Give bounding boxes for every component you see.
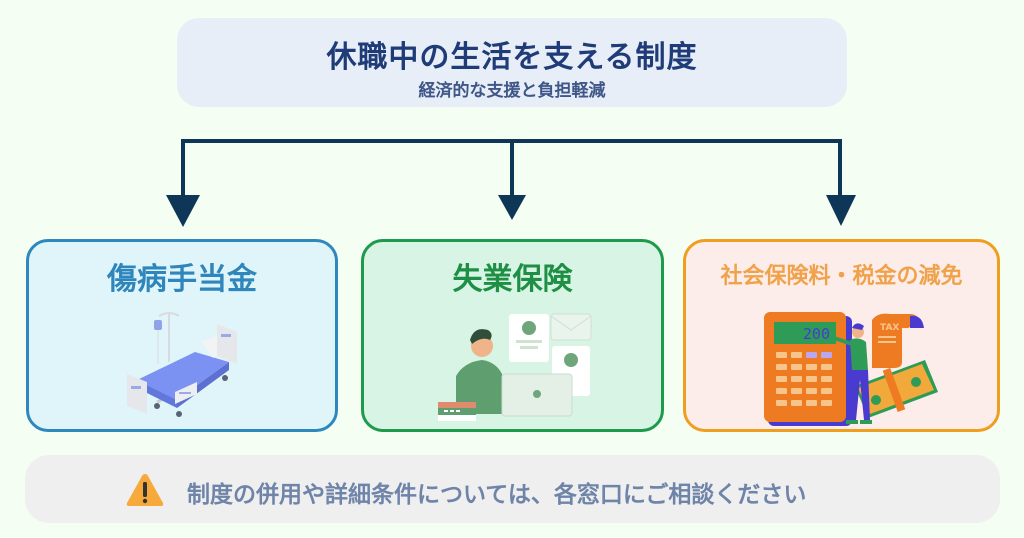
header-box: 休職中の生活を支える制度 経済的な支援と負担軽減: [177, 18, 847, 107]
card-title: 失業保険: [452, 262, 573, 297]
card-title: 社会保険料・税金の減免: [720, 264, 963, 289]
receipt-label: TAX: [880, 323, 899, 333]
note-text: 制度の併用や詳細条件については、各窓口にご相談ください: [187, 482, 807, 508]
job-search-person-icon: [438, 313, 592, 421]
hospital-bed-icon: [127, 312, 237, 417]
arrow-down-icon: [166, 195, 200, 227]
calculator-display: 200: [803, 325, 830, 343]
card-tax-reduction: 社会保険料・税金の減免 TAX 200: [683, 239, 1000, 432]
card-unemployment-insurance: 失業保険: [361, 239, 664, 432]
note-box: 制度の併用や詳細条件については、各窓口にご相談ください: [25, 455, 1000, 523]
arrow-down-icon: [498, 195, 526, 220]
warning-icon: [126, 474, 164, 506]
page-subtitle: 経済的な支援と負担軽減: [418, 81, 606, 101]
card-sickness-allowance: 傷病手当金: [26, 239, 338, 432]
page-title: 休職中の生活を支える制度: [326, 40, 698, 75]
arrow-down-icon: [826, 195, 856, 226]
card-title: 傷病手当金: [107, 262, 257, 297]
calculator-tax-icon: TAX 200: [764, 312, 938, 426]
